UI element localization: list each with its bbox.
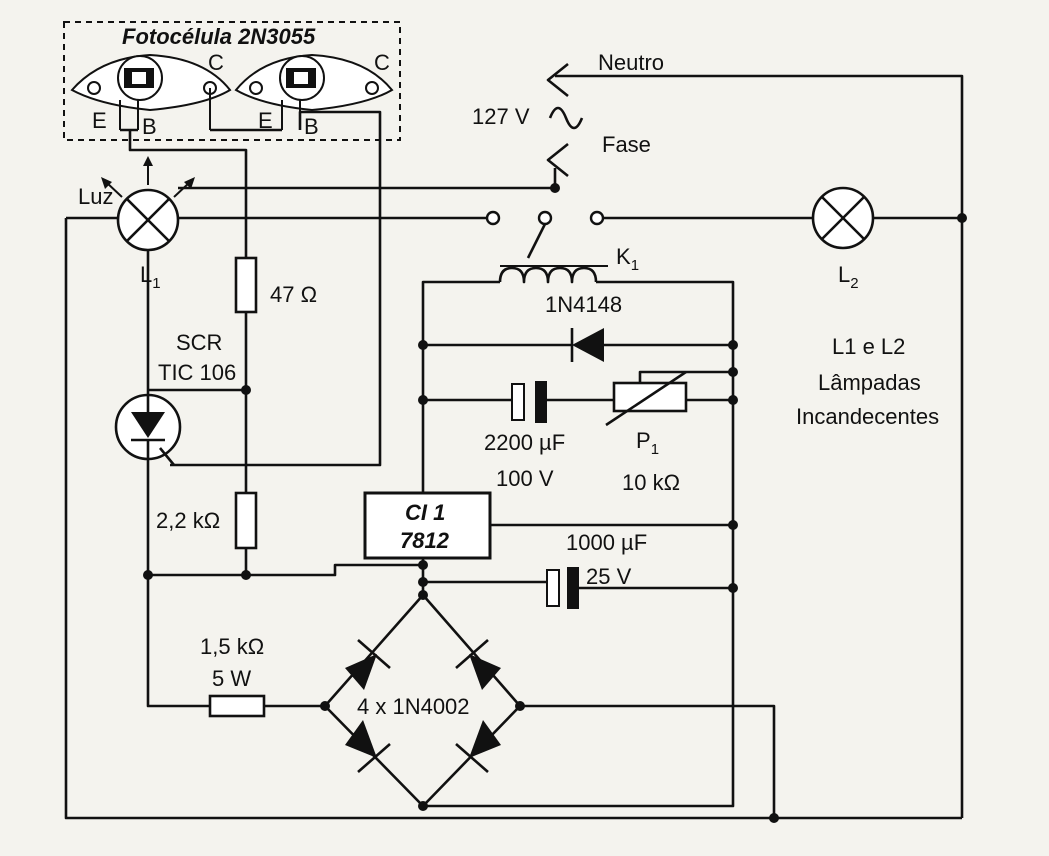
- light-label: Luz: [78, 184, 113, 209]
- wire-bridge-to-neutral: [520, 704, 776, 818]
- wire-neutral: [555, 74, 964, 818]
- resistor-2k2: [234, 491, 258, 550]
- lamps-note-1: L1 e L2: [832, 334, 905, 359]
- resistor-1k5: [208, 694, 266, 718]
- mains-source: [546, 62, 584, 178]
- transistor-1: [70, 53, 232, 130]
- c2200-voltage: 100 V: [496, 466, 554, 491]
- lamp-l2-label: L2: [838, 262, 859, 292]
- c1000-value: 1000 µF: [566, 530, 647, 555]
- light-rays-icon: [101, 156, 195, 198]
- bridge-rectifier: [320, 590, 525, 811]
- pin-e2-label: E: [258, 108, 273, 133]
- pin-b1-label: B: [142, 114, 157, 139]
- wire-to-1k5: [146, 575, 210, 708]
- relay-k1: [485, 210, 608, 284]
- diode-1n4148: [572, 328, 604, 362]
- pin-c1-label: C: [208, 50, 224, 75]
- transistor-2: [234, 53, 394, 130]
- scr-label-2: TIC 106: [158, 360, 236, 385]
- scr-tic106: [114, 393, 182, 466]
- lamp-l2: [811, 186, 875, 250]
- ic-label-2: 7812: [400, 528, 450, 553]
- pot-label: P1: [636, 428, 659, 458]
- bridge-label: 4 x 1N4002: [357, 694, 470, 719]
- node: [241, 570, 251, 580]
- voltage-label: 127 V: [472, 104, 530, 129]
- lamps-note-3: Incandecentes: [796, 404, 939, 429]
- wire-photocell-to-47: [128, 130, 248, 258]
- neutral-label: Neutro: [598, 50, 664, 75]
- lamp-l1: [116, 188, 180, 252]
- phase-label: Fase: [602, 132, 651, 157]
- pin-c2-label: C: [374, 50, 390, 75]
- wire-bottom-return: [64, 218, 962, 820]
- r1k5-value: 1,5 kΩ: [200, 634, 264, 659]
- r47-label: 47 Ω: [270, 282, 317, 307]
- wire-phase-to-relay: [178, 168, 557, 190]
- c2200-value: 2200 µF: [484, 430, 565, 455]
- scr-label-1: SCR: [176, 330, 222, 355]
- photocell-box: [63, 21, 401, 141]
- capacitor-2200: [511, 383, 525, 421]
- c1000-voltage: 25 V: [586, 564, 632, 589]
- wire-relay-coil-left: [421, 280, 500, 492]
- lamp-l1-label: L1: [140, 262, 161, 292]
- photocell-title: Fotocélula 2N3055: [122, 24, 316, 49]
- pin-b2-label: B: [304, 114, 319, 139]
- capacitor-1000: [546, 569, 560, 607]
- r1k5-power: 5 W: [212, 666, 251, 691]
- wire-ground-left: [148, 563, 423, 577]
- relay-label: K1: [616, 244, 639, 274]
- wire-relay-coil-right: [596, 280, 735, 700]
- wire-photocell-to-gate: [170, 110, 382, 467]
- r2k2-label: 2,2 kΩ: [156, 508, 220, 533]
- pin-e1-label: E: [92, 108, 107, 133]
- lamps-note-2: Lâmpadas: [818, 370, 921, 395]
- ic-label-1: CI 1: [405, 500, 445, 525]
- d1n4148-label: 1N4148: [545, 292, 622, 317]
- wire-bridge-bottom: [423, 700, 735, 808]
- resistor-47: [234, 256, 258, 314]
- pot-value: 10 kΩ: [622, 470, 680, 495]
- wire-pot-top: [638, 370, 733, 383]
